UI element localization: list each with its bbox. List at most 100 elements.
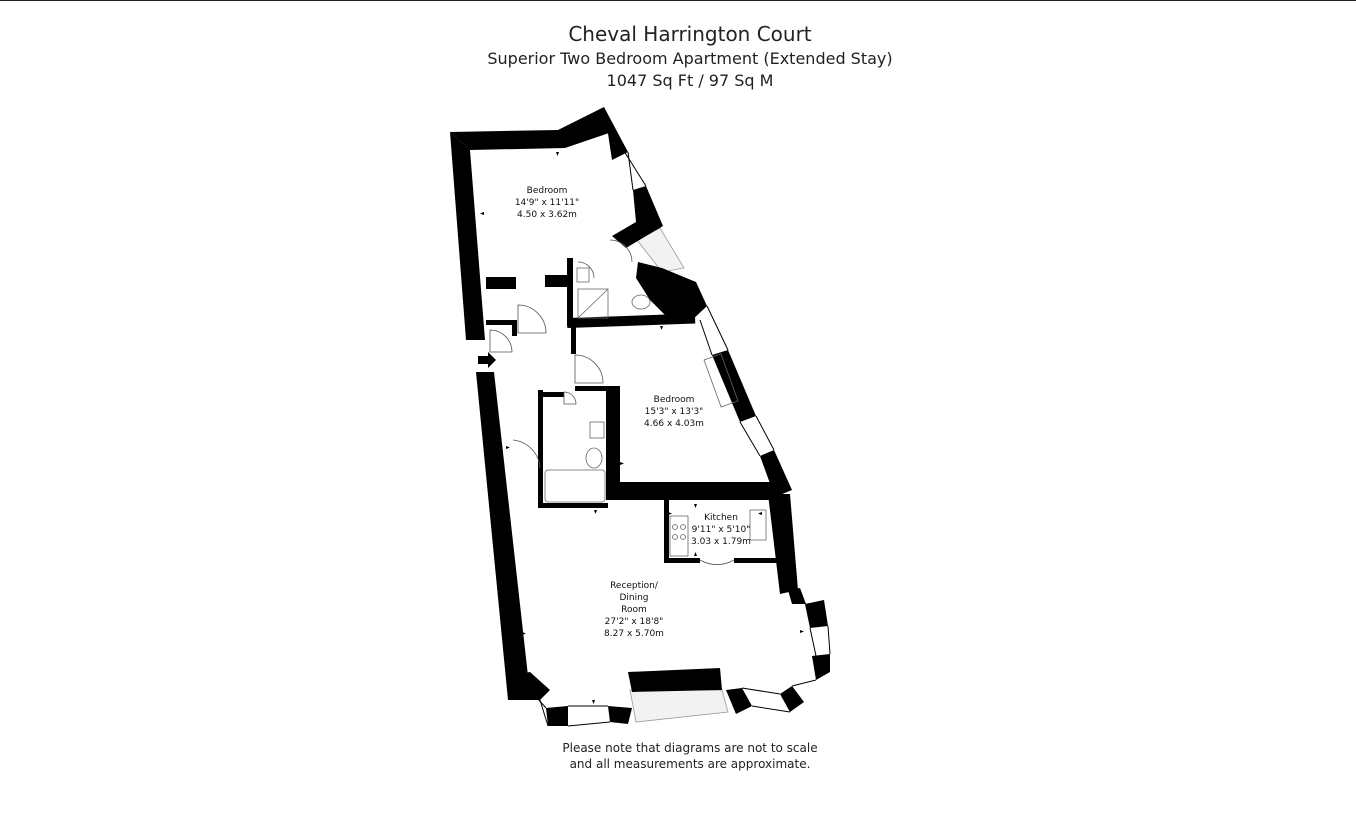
wall-kitchen-bottom-a	[664, 558, 700, 563]
doors	[489, 239, 735, 565]
tick-marker	[522, 632, 526, 635]
window-bay-1	[809, 627, 817, 657]
wall-cupboard-side	[512, 320, 517, 336]
wall-bottom-left-corner	[508, 672, 550, 700]
wall-bathroom-left	[538, 390, 543, 508]
interior-walls	[486, 258, 782, 563]
wall-bathroom-top-a	[538, 392, 564, 397]
room-dimensions-metric: 4.50 x 3.62m	[517, 210, 577, 220]
window-bay-3	[791, 679, 817, 687]
tick-marker	[800, 630, 804, 633]
wall-bay-a	[788, 588, 806, 604]
wall-right-upper	[604, 107, 628, 160]
hob-ring	[672, 524, 678, 530]
window-front-3	[529, 689, 547, 709]
wall-right-kitchen-corner	[760, 450, 792, 497]
door-entrance	[489, 329, 513, 353]
wall-ensuite-bottom	[566, 313, 696, 328]
wall-ensuite-stub	[545, 275, 567, 287]
room-name: Bedroom	[654, 395, 695, 405]
wall-hall-divider	[571, 326, 576, 354]
room-dimensions-metric: 8.27 x 5.70m	[604, 629, 664, 639]
wall-bathroom-right	[606, 386, 620, 500]
door-ensuite	[577, 261, 595, 279]
room-name-line: Dining	[619, 593, 648, 603]
tick-marker	[480, 212, 484, 215]
tick-marker	[594, 510, 597, 514]
ensuite-toilet	[631, 294, 651, 310]
tick-marker	[660, 326, 663, 330]
wall-cupboard	[486, 320, 516, 325]
wall-pillar	[636, 262, 707, 322]
wall-kitchen-left	[664, 496, 669, 562]
room-dimensions-imperial: 15'3" x 13'3"	[645, 407, 704, 417]
room-name-line: Reception/	[610, 581, 659, 591]
tick-marker	[694, 504, 697, 508]
room-name: Bedroom	[527, 186, 568, 196]
wall-left-upper	[450, 132, 485, 340]
kitchen-hob	[669, 515, 689, 557]
bathroom-sink	[589, 421, 605, 439]
apartment-type: Superior Two Bedroom Apartment (Extended…	[487, 49, 893, 68]
window-bedroom2-c	[739, 421, 761, 457]
bay-window-seat	[629, 689, 729, 723]
disclaimer-line: Please note that diagrams are not to sca…	[562, 741, 818, 755]
tick-marker	[668, 512, 672, 515]
door-reception	[512, 439, 541, 469]
wall-kitchen-right	[768, 494, 798, 594]
room-dimensions-metric: 3.03 x 1.79m	[691, 537, 751, 547]
wall-wardrobe-top	[486, 277, 516, 289]
bathtub	[544, 469, 606, 503]
window-bay-5	[751, 705, 791, 713]
wall-ensuite-left	[567, 258, 573, 326]
room-label-reception: Reception/ Dining Room 27'2" x 18'8" 8.2…	[604, 581, 664, 639]
door-bedroom2	[574, 354, 604, 384]
door-bedroom1	[517, 304, 547, 334]
window-front-4	[539, 699, 549, 727]
window-bay-4	[741, 687, 781, 695]
tick-marker	[592, 700, 595, 704]
wall-bottom-right	[608, 706, 632, 724]
room-dimensions-metric: 4.66 x 4.03m	[644, 419, 704, 429]
room-label-kitchen: Kitchen 9'11" x 5'10" 3.03 x 1.79m	[691, 513, 751, 547]
window-bedroom2-b	[706, 305, 729, 351]
floor-area: 1047 Sq Ft / 97 Sq M	[606, 71, 774, 90]
hob-ring	[680, 524, 686, 530]
room-name-line: Room	[621, 605, 647, 615]
wall-bay-e	[726, 688, 752, 714]
wall-bathroom-top-b	[575, 386, 611, 391]
window-bedroom2-a	[699, 319, 713, 356]
disclaimer-line: and all measurements are approximate.	[569, 757, 811, 771]
room-dimensions-imperial: 27'2" x 18'8"	[605, 617, 664, 627]
wall-kitchen-top	[606, 482, 782, 500]
tick-marker	[758, 512, 762, 515]
wall-bay-d	[780, 686, 804, 712]
wall-left-lower	[476, 372, 528, 700]
wall-right-middle	[712, 350, 756, 422]
window-bay-2	[827, 625, 831, 655]
window-front-2	[567, 721, 611, 727]
room-label-bedroom-2: Bedroom 15'3" x 13'3" 4.66 x 4.03m	[644, 395, 704, 429]
hob-ring	[672, 534, 678, 540]
wall-bathroom-bottom	[538, 503, 608, 508]
property-title: Cheval Harrington Court	[568, 22, 812, 46]
window-bedroom1-b	[627, 151, 634, 191]
tick-marker	[620, 462, 624, 465]
window-bedroom2-d	[755, 415, 775, 451]
room-label-bedroom-1: Bedroom 14'9" x 11'11" 4.50 x 3.62m	[515, 186, 579, 220]
wall-top	[450, 107, 612, 150]
wall-bay-seat-top	[628, 668, 722, 692]
bathroom-toilet	[585, 447, 603, 469]
tick-marker	[556, 152, 559, 156]
wall-bay-b	[805, 600, 828, 628]
top-border-line	[0, 0, 1356, 1]
room-name: Kitchen	[704, 513, 738, 523]
shower-tray	[577, 288, 609, 319]
tick-marker	[506, 446, 510, 449]
entrance-arrow-icon	[478, 352, 496, 368]
dimension-ticks	[480, 152, 804, 704]
exterior-walls	[450, 107, 830, 726]
tick-marker	[694, 552, 697, 556]
door-kitchen	[699, 559, 735, 565]
